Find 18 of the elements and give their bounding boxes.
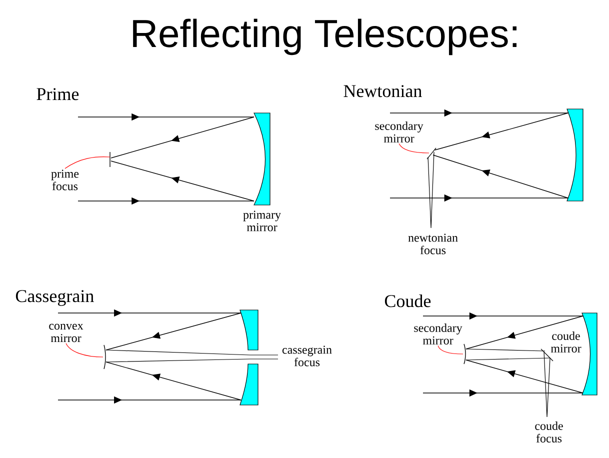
leader-line: [438, 345, 464, 354]
part-label: primary mirror: [243, 210, 281, 232]
panel-title: Cassegrain: [16, 290, 94, 306]
leader-line: [64, 156, 110, 169]
callout-label: convex mirror: [49, 324, 84, 342]
title: Reflecting Telescopes:: [133, 18, 516, 56]
leader-line: [398, 143, 430, 154]
part-label: cassegrain focus: [282, 346, 332, 366]
part-label: coude mirror: [550, 332, 582, 352]
leader-line: [66, 343, 104, 358]
panel-title: Prime: [36, 88, 79, 100]
part-label: newtonian focus: [408, 234, 458, 254]
callout-label: prime focus: [51, 170, 79, 190]
part-label: coude focus: [535, 422, 563, 442]
callout-label: secondary mirror: [375, 122, 424, 142]
callout-label: secondary mirror: [414, 324, 462, 344]
panel-title: Coude: [384, 294, 431, 308]
panel-title: Newtonian: [344, 85, 422, 98]
